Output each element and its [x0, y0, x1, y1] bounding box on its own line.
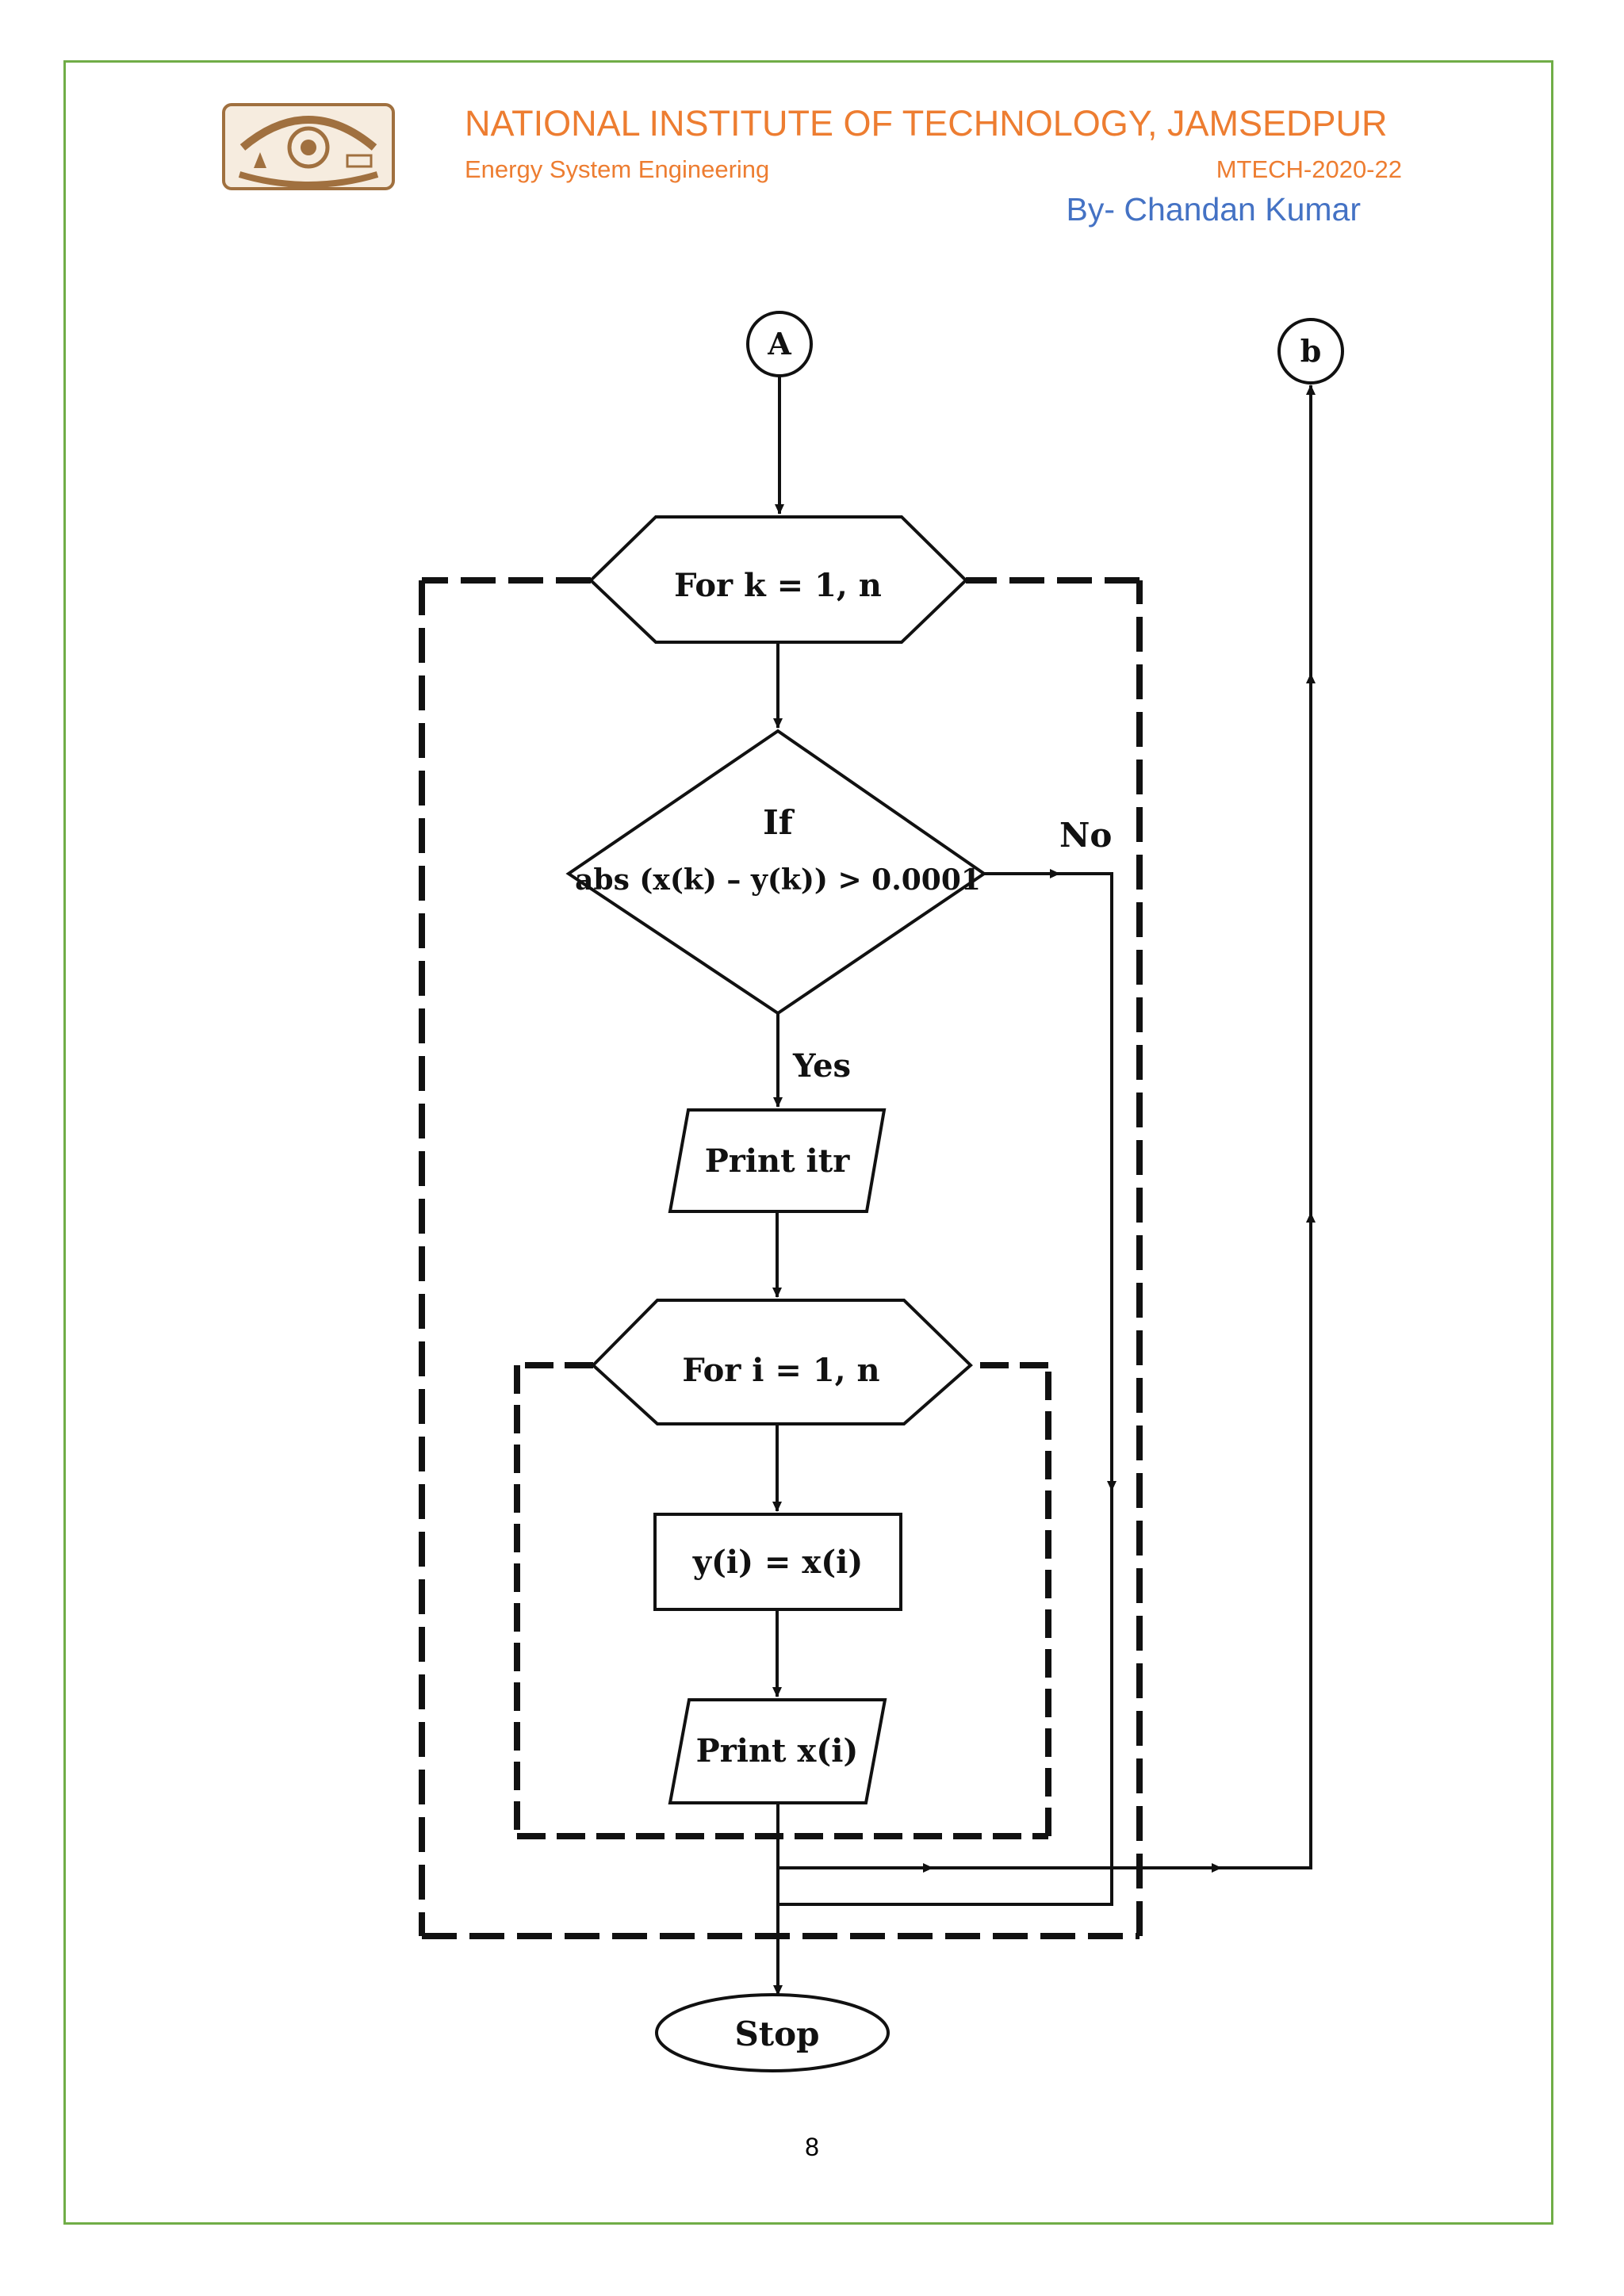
no-label: No — [1059, 816, 1112, 855]
decision-if-label: If — [763, 803, 795, 842]
decision-diamond: If abs (x(k) – y(k)) > 0.0001 — [565, 729, 987, 1016]
connector-a: A — [746, 311, 813, 377]
arrow-to-connector-b — [779, 385, 1316, 1869]
connector-a-label: A — [767, 326, 791, 362]
stop-terminal: Stop — [655, 1993, 890, 2072]
department-name: Energy System Engineering — [465, 155, 770, 183]
connector-b-label: b — [1300, 333, 1322, 369]
outer-loop-boundary — [419, 577, 1143, 1939]
yes-label: Yes — [792, 1047, 851, 1085]
stop-label: Stop — [734, 2015, 819, 2053]
inner-loop-boundary — [514, 1362, 1051, 1839]
print-itr-block: Print itr — [668, 1108, 887, 1213]
outer-loop-label: For k = 1, n — [674, 567, 882, 604]
author-line: By- Chandan Kumar — [1066, 191, 1361, 228]
institute-logo — [222, 103, 395, 190]
inner-loop-label: For i = 1, n — [682, 1352, 879, 1389]
assign-label: y(i) = x(i) — [692, 1544, 864, 1581]
print-x-block: Print x(i) — [668, 1698, 887, 1804]
institute-name: NATIONAL INSTITUTE OF TECHNOLOGY, JAMSED… — [465, 103, 1388, 144]
print-itr-label: Print itr — [705, 1142, 851, 1180]
program-code: MTECH-2020-22 — [1216, 155, 1402, 183]
inner-loop-hexagon: For i = 1, n — [591, 1299, 973, 1425]
assign-block: y(i) = x(i) — [653, 1513, 902, 1611]
decision-condition-label: abs (x(k) – y(k)) > 0.0001 — [575, 863, 981, 897]
connector-b: b — [1277, 318, 1344, 385]
page-number: 8 — [805, 2133, 819, 2161]
page-border — [63, 60, 1553, 2225]
outer-loop-hexagon: For k = 1, n — [588, 515, 968, 644]
print-x-label: Print x(i) — [696, 1732, 859, 1770]
